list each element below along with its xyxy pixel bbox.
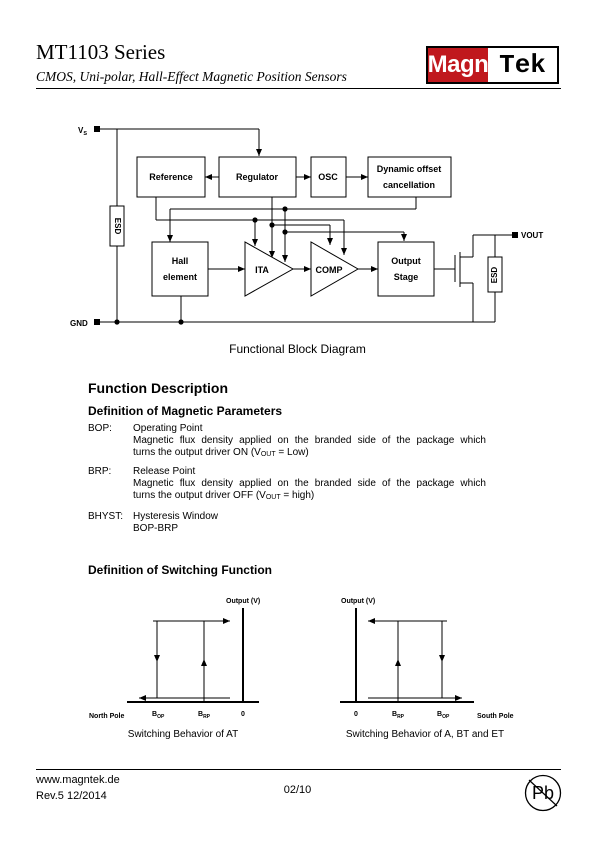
logo-text-tek: Tek <box>488 48 557 82</box>
reference-label: Reference <box>149 172 193 182</box>
vout-label: VOUT <box>521 231 543 240</box>
switching-abt-caption: Switching Behavior of A, BT and ET <box>345 729 505 740</box>
logo-text-magn: Magn <box>428 48 489 82</box>
switching-abt-diagram: Output (V) 0 BRP BOP South Pole <box>340 598 514 720</box>
abt-y-label: Output (V) <box>341 598 375 605</box>
abt-zero-label: 0 <box>354 711 358 718</box>
at-north-pole-label: North Pole <box>89 713 124 720</box>
abt-brp-label: BRP <box>392 711 405 720</box>
esd-label-left: ESD <box>113 218 122 235</box>
osc-label: OSC <box>318 172 338 182</box>
dynamic-offset-label-2: cancellation <box>383 180 435 190</box>
header-divider <box>36 88 561 89</box>
vs-label: VS <box>78 126 87 137</box>
series-title: MT1103 Series <box>36 40 166 64</box>
brp-term: BRP: <box>88 466 112 477</box>
hall-label-2: element <box>163 272 197 282</box>
document-subtitle: CMOS, Uni-polar, Hall-Effect Magnetic Po… <box>36 69 347 84</box>
bop-name: Operating Point <box>133 423 203 434</box>
at-bop-label: BOP <box>152 711 165 720</box>
output-stage-label-1: Output <box>391 256 421 266</box>
dynamic-offset-label-1: Dynamic offset <box>377 164 442 174</box>
ita-label: ITA <box>255 265 269 275</box>
at-brp-label: BRP <box>198 711 211 720</box>
ita-amplifier <box>244 241 295 297</box>
page-number: 02/10 <box>283 784 312 796</box>
footer-website-link[interactable]: www.magntek.de <box>36 774 120 786</box>
esd-block-left <box>109 205 125 247</box>
vout-pin <box>512 232 518 238</box>
brp-description: Magnetic flux density applied on the bra… <box>133 478 486 489</box>
gnd-label: GND <box>70 319 88 328</box>
function-description-heading: Function Description <box>88 380 228 396</box>
brp-name: Release Point <box>133 466 196 477</box>
esd-block-right <box>487 256 503 293</box>
reference-block <box>136 156 206 198</box>
regulator-label: Regulator <box>236 172 279 182</box>
switching-at-caption: Switching Behavior of AT <box>127 729 239 740</box>
brp-description-2: turns the output driver OFF (VOUT = high… <box>133 490 315 501</box>
bhyst-definition: Hysteresis Window BOP-BRP <box>133 511 486 535</box>
magnetic-parameters-heading: Definition of Magnetic Parameters <box>88 404 283 418</box>
output-stage-block <box>377 241 435 297</box>
vs-pin <box>94 126 100 132</box>
comp-label: COMP <box>316 265 343 275</box>
switching-diagrams: Output (V) North Pole BOP BRP 0 Output (… <box>89 598 514 720</box>
regulator-block <box>218 156 297 198</box>
hall-label-1: Hall <box>172 256 189 266</box>
abt-south-pole-label: South Pole <box>477 713 514 720</box>
footer-revision: Rev.5 12/2014 <box>36 790 107 802</box>
bop-definition: Operating Point Magnetic flux density ap… <box>133 423 486 461</box>
magntek-logo: Magn Tek <box>426 46 559 84</box>
functional-block-diagram: Reference Regulator OSC Dynamic offset c… <box>70 126 543 328</box>
bop-description-2: turns the output driver ON (VOUT = Low) <box>133 447 309 458</box>
osc-block <box>310 156 347 198</box>
output-stage-label-2: Stage <box>394 272 419 282</box>
bop-term: BOP: <box>88 423 112 434</box>
gnd-pin <box>94 319 100 325</box>
bhyst-formula: BOP-BRP <box>133 523 179 534</box>
abt-bop-label: BOP <box>437 711 450 720</box>
bhyst-name: Hysteresis Window <box>133 511 219 522</box>
at-zero-label: 0 <box>241 711 245 718</box>
comp-comparator <box>310 241 360 297</box>
at-y-label: Output (V) <box>226 598 260 605</box>
footer-divider <box>36 769 561 770</box>
switching-at-diagram: Output (V) North Pole BOP BRP 0 <box>89 598 260 720</box>
lead-free-pb-icon: Pb <box>524 774 562 812</box>
switching-function-heading: Definition of Switching Function <box>88 563 272 577</box>
brp-definition: Release Point Magnetic flux density appl… <box>133 466 486 504</box>
hall-element-block <box>151 241 209 297</box>
dynamic-offset-block <box>367 156 452 198</box>
bop-description: Magnetic flux density applied on the bra… <box>133 435 486 446</box>
block-diagram-caption: Functional Block Diagram <box>229 342 366 356</box>
esd-label-right: ESD <box>490 267 499 284</box>
bhyst-term: BHYST: <box>88 511 124 522</box>
